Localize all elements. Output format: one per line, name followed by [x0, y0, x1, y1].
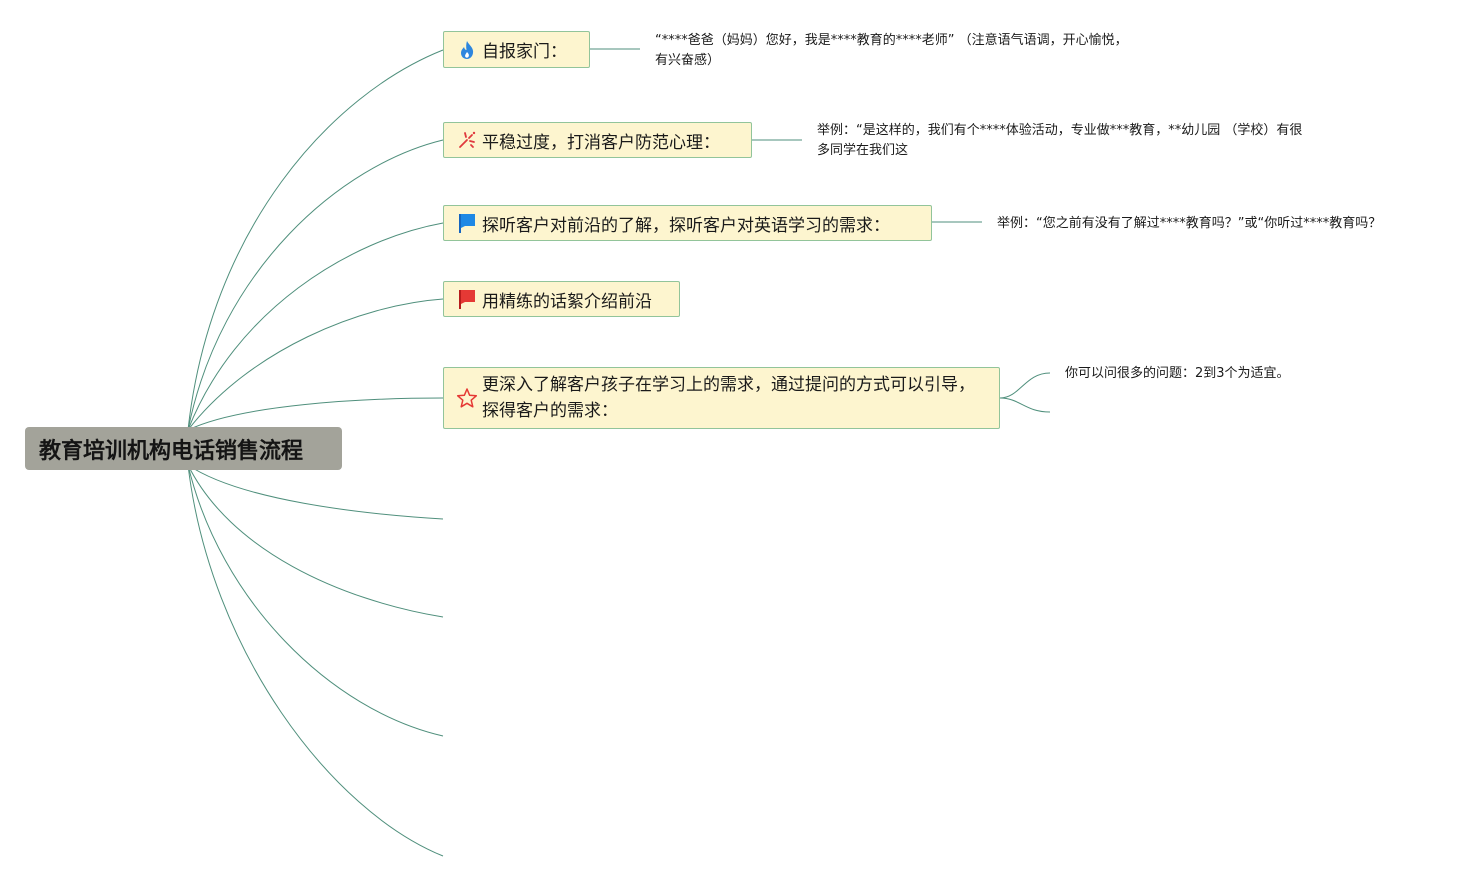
connector-empty-1 — [187, 464, 444, 520]
topic-explore-needs[interactable]: 探听客户对前沿的了解，探听客户对英语学习的需求： — [443, 205, 932, 241]
note-self-introduction[interactable]: “****爸爸（妈妈）您好，我是****教育的****老师” （注意语气语调，开… — [655, 33, 1128, 68]
topic-smooth-transition[interactable]: 平稳过度，打消客户防范心理： — [443, 122, 752, 158]
connector-empty-3 — [187, 464, 444, 737]
connector-note-4a — [999, 372, 1051, 399]
connector-topic-2 — [187, 139, 444, 431]
connector-empty-2 — [187, 464, 444, 618]
connector-topic-3 — [187, 222, 444, 431]
connector-topic-1 — [187, 49, 444, 431]
topic-label: 更深入了解客户孩子在学习上的需求，通过提问的方式可以引导，探得客户的需求： — [482, 375, 975, 421]
topic-introduce[interactable]: 用精练的话絮介绍前沿 — [443, 281, 680, 317]
connector-topic-4 — [187, 298, 444, 431]
connector-empty-4 — [187, 464, 444, 857]
red-flag-icon — [456, 288, 478, 310]
root-topic[interactable]: 教育培训机构电话销售流程 — [25, 427, 342, 470]
note-smooth-transition[interactable]: 举例：“是这样的，我们有个****体验活动，专业做***教育，**幼儿园 （学校… — [817, 123, 1303, 158]
fireworks-icon — [456, 129, 478, 151]
fire-icon — [456, 39, 478, 61]
topic-label: 用精练的话絮介绍前沿 — [482, 291, 652, 312]
topic-deeper-needs[interactable]: 更深入了解客户孩子在学习上的需求，通过提问的方式可以引导，探得客户的需求： — [443, 367, 1000, 429]
connector-note-4b — [999, 397, 1051, 413]
blue-flag-icon — [456, 212, 478, 234]
note-explore-needs[interactable]: 举例：“您之前有没有了解过****教育吗？”或“你听过****教育吗？ — [997, 216, 1382, 231]
root-topic-title: 教育培训机构电话销售流程 — [39, 438, 304, 464]
topic-label: 平稳过度，打消客户防范心理： — [482, 132, 720, 153]
topic-label: 探听客户对前沿的了解，探听客户对英语学习的需求： — [482, 215, 890, 236]
topic-self-introduction[interactable]: 自报家门： — [443, 31, 590, 68]
topic-label: 自报家门： — [482, 42, 567, 62]
star-icon — [456, 387, 478, 409]
connector-topic-5 — [187, 397, 444, 431]
note-deeper-needs[interactable]: 你可以问很多的问题：2到3个为适宜。 — [1065, 366, 1290, 381]
